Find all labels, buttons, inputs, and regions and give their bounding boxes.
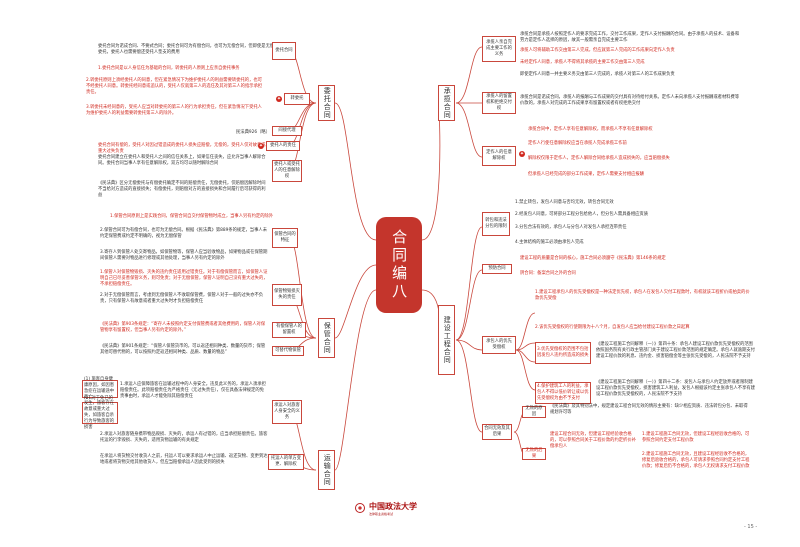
cancel-text: 在承运人将货物交付收货人之前，托运人可以要求承运人中止运输、返还货物、变更到达地… (100, 454, 268, 465)
node-sub: 转包和违法分包的限制 (482, 212, 510, 236)
branch-transport: 运输合同 (318, 450, 335, 490)
passenger-text2: 2.承运人对旅客随身携带物品毁损、灭失的，承运人有过错的，应当承担赔偿责任。旅客… (100, 432, 268, 443)
bm2-text: 承揽合同是诺成合同，承揽人的报酬与工作成果的交付具有对待给付关系。定作人未向承揽… (520, 95, 740, 106)
passenger-left2: (2) 对于免已的发生，旅客存在故意或重大过失，如旅客自杀行为导致旅客的损害 (82, 396, 118, 430)
node-bm2: 承揽人的留置权和拒绝交付权 (482, 92, 516, 114)
v1-text: 《民法典》及其特别法中，规定建设工程合同无效的情形主要有：缺少相应资质、违法转包… (550, 404, 748, 415)
p1: 1.建设工程承包人的优先受偿权是一种法定优先权，承包人在发包人欠付工程款时，有权… (535, 290, 750, 301)
university-logo: 中国政法大学 法律职业资格考试 (355, 501, 417, 516)
bm1-text1: 承揽合同是承揽人按照定作人的要求完成工作，交付工作成果，定作人支付报酬的合同。由… (520, 32, 740, 43)
p2: 2.该优先受偿权的行使期限为十八个月，自发包人应当给付建设工程价款之日起算 (535, 325, 690, 330)
p4-quote: 《建设工程施工合同解释（一）》第四十二条：发包人与承包人约定放弃或者限制建设工程… (596, 380, 755, 397)
prepay-red1: 建设工程的质量是合同的核心，施工合同必须遵守《民法典》第146条的规定 (520, 256, 666, 261)
fungible-text: 《民法典》第901条规定：“保管人保管货币的，可以返还相同种类、数量的货币；保管… (100, 344, 266, 355)
central-title: 合同编八 (376, 217, 422, 313)
page-number: - 15 - (744, 524, 758, 530)
node-retention: 有偿保管人的留置权 (272, 322, 306, 338)
sub4: 4.主体结构的施工必须由承包人完成 (515, 240, 584, 245)
node-v1: 无效的原因 (522, 406, 546, 418)
node-intermediate: 间接代理 (272, 126, 302, 136)
node-p4: 4.保护建筑工人的利益，承包人不得以低价转让或以优先受偿权为由不予支付 (535, 382, 591, 404)
node-bm1: 承揽人亲自完成主要工作的义务 (482, 36, 516, 62)
features-text3: 3.寄存人到保管人处交寄物品，如保管物等，保管人应当验收物品，如果物品或在保管期… (100, 250, 268, 261)
branch-entrust: 委托合同 (318, 85, 335, 121)
university-name: 中国政法大学 (369, 501, 417, 511)
liability-red: 委托合同有偿的，受托人对因过错造成的委托人损失应赔偿，无偿的，受托人仅对故意或重… (98, 143, 266, 154)
sub2: 2.经发包人同意，可将部分工程分包给他人，但分包人需具备相应资质 (515, 212, 649, 217)
transfer-red1: 1.委托合同是以人身信任为基础的合同，转委托的人原则上应亲自委托事务 (98, 66, 240, 71)
expand-dot-icon[interactable]: ✦ (258, 143, 264, 149)
node-dismiss: 委托人或受托人的任意解除权 (272, 160, 302, 182)
node-priority: 承包人的优先受偿权 (482, 336, 516, 354)
seal-icon (355, 503, 365, 514)
university-sub: 法律职业资格考试 (369, 511, 394, 516)
dismiss-text2: 《民法典》区分无偿委托与有偿委托确定不同的赔偿责任，无偿委托，仅赔偿因解除时间不… (98, 181, 266, 198)
node-v2: 无效的后果 (522, 448, 546, 460)
node-transfer: 转委托 (284, 93, 310, 105)
retention-text: 《民法典》第903条规定：“寄存人未按照约定支付保管费或者其他费用的，保管人对保… (100, 322, 266, 333)
branch-storage: 保管合同 (318, 318, 335, 358)
v2-red2: 1.建设工程施工合同无效，但建设工程经验收合格的，可参照合同约定支付工程价款 (642, 432, 750, 443)
transfer-red2: 2.转委托原则上须经委托人的同意，但在紧急情况下为维护委托人的利益需要转委托的，… (86, 78, 263, 95)
p3-quote: 《建设工程施工合同解释（一）》第四十条：承包人建设工程价款优先受偿权的范围依照国… (596, 342, 755, 359)
damage-red1: 1.保管人对保管物毁损、灭失的违约责任适用过错责任。对于有偿保管而言，如保管人证… (100, 270, 268, 287)
bm3-red3: 解除权仅限于定作人，定作人解除合同给承揽人造成损失的，应当赔偿损失 (528, 156, 670, 161)
transfer-red3: 3.转委托未经同意的，受托人应当对转委托的第三人的行为承担责任，但在紧急情况下受… (86, 105, 262, 116)
branch-construction: 建设工程合同 (438, 305, 455, 375)
expand-dot-icon[interactable]: ✦ (276, 96, 282, 102)
node-passenger: 承运人对旅客人身安全的义务 (272, 400, 302, 424)
features-text2: 2.保管合同可为有偿合同，也可为无偿合同。根据《民法典》第889条的规定，当事人… (100, 228, 267, 239)
dismiss-text1: 委托合同建立在委托人和受托人之间的信任关系上，如果信任丧失，应允许当事人解除合同… (98, 155, 266, 166)
bm3-red4: 但承揽人已经完成的部分工作成果，定作人需要支付相应报酬 (528, 172, 645, 177)
node-damage: 保管物毁损灭失的责任 (272, 284, 302, 306)
bm1-text2: 即使定作人同意一并主要义务交由第三人完成的，承揽人对第三人的工作成果负责 (520, 72, 675, 77)
node-cancel: 托运人的单方变更、解除权 (268, 454, 304, 470)
features-red1: 1.保管合同原则上是实践合同，保管合同自交付保管物时成立，当事人另有约定的除外 (110, 214, 274, 219)
node-bm3: 定作人的任意解除权 (482, 146, 516, 166)
entrust-def: 委托合同为诺成合同、不要式合同；委托合同可为有偿合同，也可为无偿合同，但即使是无… (98, 44, 275, 55)
passenger-left1: (1) 旅客自身健康原因，如因患急症在运输途中死亡 (82, 377, 118, 400)
v2-red1: 建设工程合同无效，但建设工程经验收合格的，可以参照合同关于工程价款的约定折价补偿… (550, 432, 636, 449)
node-liability: 委托人的责任 (266, 141, 300, 151)
node-features: 保管合同的特征 (272, 228, 298, 248)
expand-dot-icon[interactable]: ✦ (519, 151, 525, 157)
bm3-red2: 定作人行使任意解除权应当在承揽人完成承揽工作前 (528, 141, 627, 146)
bm1-red1: 承揽人可将辅助工作交由第三人完成，但应就第三人完成的工作成果向定作人负责 (520, 48, 675, 53)
bm1-red2: 未经定作人同意，承揽人不得将其承揽的主要工作交由第三人完成 (520, 60, 645, 65)
node-p3: 3.优先受偿权的范围不包括因发包人违约所造成的损失 (535, 342, 591, 364)
sub1: 1.禁止转包，发包人同意与否均无效，转包合同无效 (515, 200, 614, 205)
sub3: 3.分包合法有效的，承包人与分包人对发包人承担连带责任 (515, 225, 627, 230)
node-entrust-def: 委托合同 (272, 42, 296, 60)
node-void: 合同无效及其后果 (482, 424, 512, 440)
damage-text2: 2.对于无偿保管而言，考虑到无偿保管人不收取保管费，保管人对于一般的过失亦不负责… (100, 293, 264, 304)
v2-red3: 2.建设工程施工合同无效，且建设工程经验收不合格的，修复后验收合格的，承包人可请… (642, 452, 750, 469)
node-prepay: 预防合同 (482, 264, 512, 274)
node-fungible: 可替代物保管 (272, 346, 304, 356)
branch-contracting: 承揽合同 (438, 85, 455, 121)
intermediate-ref: 民法典926（略） (236, 130, 270, 135)
prepay-red2: 阴合同：备案合同之外的合同 (520, 271, 576, 276)
bm3-red1: 承揽合同中，定作人享有任意解除权，而承揽人不享有任意解除权 (528, 127, 653, 132)
passenger-text1: 1.承运人应保障旅客在运输过程中的人身安全。违反此义务的，承运人须承担赔偿责任。… (120, 382, 266, 399)
